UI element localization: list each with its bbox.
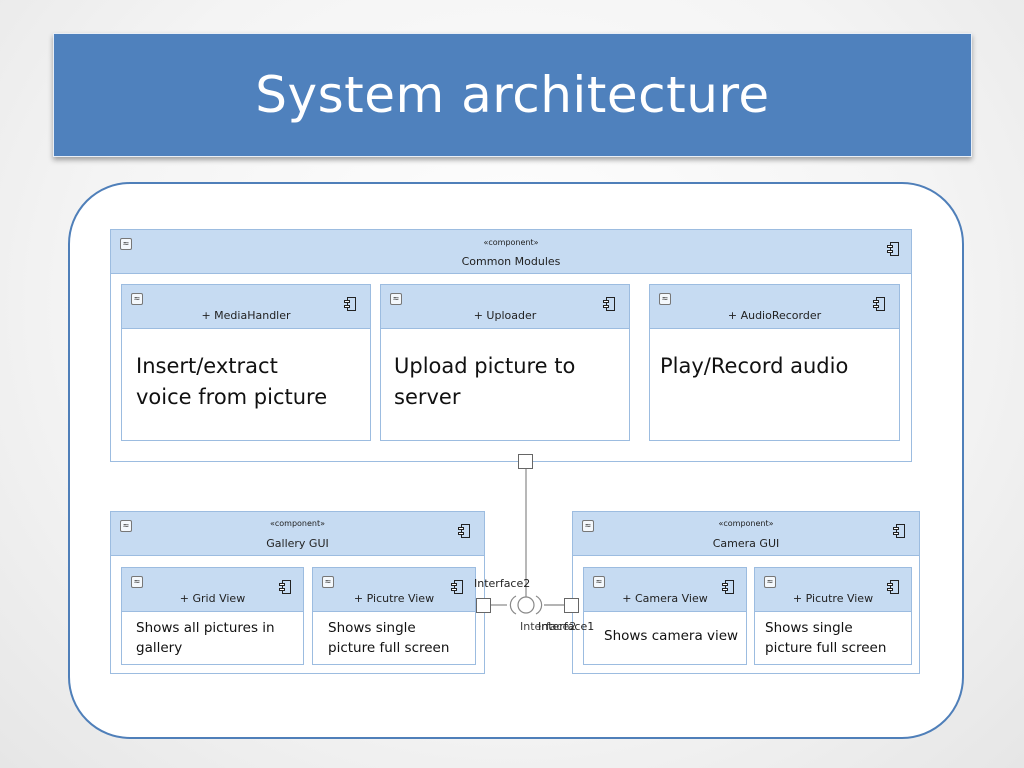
slide-title: System architecture	[255, 66, 770, 124]
part-camera-view[interactable]: ≈ + Camera View Shows camera view	[583, 567, 747, 665]
component-icon	[603, 297, 615, 311]
part-description: Shows all pictures in gallery	[136, 620, 275, 656]
component-icon	[344, 297, 356, 311]
part-header: ≈ + Uploader	[381, 285, 629, 329]
part-name: + AudioRecorder	[727, 309, 822, 322]
port-gallery-gui[interactable]	[476, 598, 491, 613]
part-name: + Picutre View	[792, 592, 874, 605]
part-description: Shows single picture full screen	[765, 620, 887, 656]
part-header: ≈ + Camera View	[584, 568, 746, 612]
part-name: + Grid View	[179, 592, 246, 605]
component-gallery-gui[interactable]: ≈ «component» Gallery GUI ≈ + Grid View …	[110, 511, 485, 674]
collapse-icon[interactable]: ≈	[390, 293, 402, 305]
part-header: ≈ + MediaHandler	[122, 285, 370, 329]
collapse-icon[interactable]: ≈	[593, 576, 605, 588]
component-name: Camera GUI	[712, 537, 780, 550]
part-description: Shows single picture full screen	[328, 620, 450, 656]
title-bar: System architecture	[53, 33, 972, 157]
interface2-label: Interface2	[474, 577, 531, 590]
part-name: + MediaHandler	[201, 309, 291, 322]
part-description: Shows camera view	[604, 628, 739, 644]
part-description: Play/Record audio	[660, 354, 849, 378]
part-description: Insert/extract voice from picture	[136, 354, 328, 409]
component-header: ≈ «component» Camera GUI	[573, 512, 919, 556]
component-name: Common Modules	[461, 255, 561, 268]
collapse-icon[interactable]: ≈	[582, 520, 594, 532]
stereotype-label: «component»	[483, 238, 539, 247]
part-picture-view-camera[interactable]: ≈ + Picutre View Shows single picture fu…	[754, 567, 912, 665]
part-grid-view[interactable]: ≈ + Grid View Shows all pictures in gall…	[121, 567, 304, 665]
interface2-label-overlap: Interface2	[520, 620, 577, 633]
socket-left	[509, 595, 517, 615]
lollipop-interface	[517, 596, 535, 614]
component-icon	[722, 580, 734, 594]
part-uploader[interactable]: ≈ + Uploader Upload picture to server	[380, 284, 630, 441]
port-camera-gui[interactable]	[564, 598, 579, 613]
component-camera-gui[interactable]: ≈ «component» Camera GUI ≈ + Camera View…	[572, 511, 920, 674]
component-header: ≈ «component» Common Modules	[111, 230, 911, 274]
collapse-icon[interactable]: ≈	[120, 520, 132, 532]
part-name: + Uploader	[473, 309, 537, 322]
part-header: ≈ + AudioRecorder	[650, 285, 899, 329]
stereotype-label: «component»	[269, 519, 326, 528]
component-icon	[893, 524, 905, 538]
component-icon	[887, 242, 899, 256]
component-icon	[279, 580, 291, 594]
component-name: Gallery GUI	[266, 537, 329, 550]
part-header: ≈ + Picutre View	[313, 568, 475, 612]
part-description: Upload picture to server	[394, 354, 576, 409]
stereotype-label: «component»	[718, 519, 774, 528]
component-icon	[873, 297, 885, 311]
component-icon	[458, 524, 470, 538]
component-icon	[887, 580, 899, 594]
collapse-icon[interactable]: ≈	[131, 576, 143, 588]
interface1-label: Interface1	[538, 620, 595, 633]
collapse-icon[interactable]: ≈	[659, 293, 671, 305]
collapse-icon[interactable]: ≈	[322, 576, 334, 588]
part-picture-view-gallery[interactable]: ≈ + Picutre View Shows single picture fu…	[312, 567, 476, 665]
part-header: ≈ + Picutre View	[755, 568, 911, 612]
collapse-icon[interactable]: ≈	[764, 576, 776, 588]
component-common-modules[interactable]: ≈ «component» Common Modules ≈ + MediaHa…	[110, 229, 912, 462]
part-name: + Picutre View	[353, 592, 435, 605]
port-common-modules[interactable]	[518, 454, 533, 469]
part-name: + Camera View	[622, 592, 708, 605]
part-media-handler[interactable]: ≈ + MediaHandler Insert/extract voice fr…	[121, 284, 371, 441]
collapse-icon[interactable]: ≈	[131, 293, 143, 305]
part-header: ≈ + Grid View	[122, 568, 303, 612]
component-icon	[451, 580, 463, 594]
collapse-icon[interactable]: ≈	[120, 238, 132, 250]
part-audio-recorder[interactable]: ≈ + AudioRecorder Play/Record audio	[649, 284, 900, 441]
socket-right	[535, 595, 543, 615]
component-header: ≈ «component» Gallery GUI	[111, 512, 484, 556]
